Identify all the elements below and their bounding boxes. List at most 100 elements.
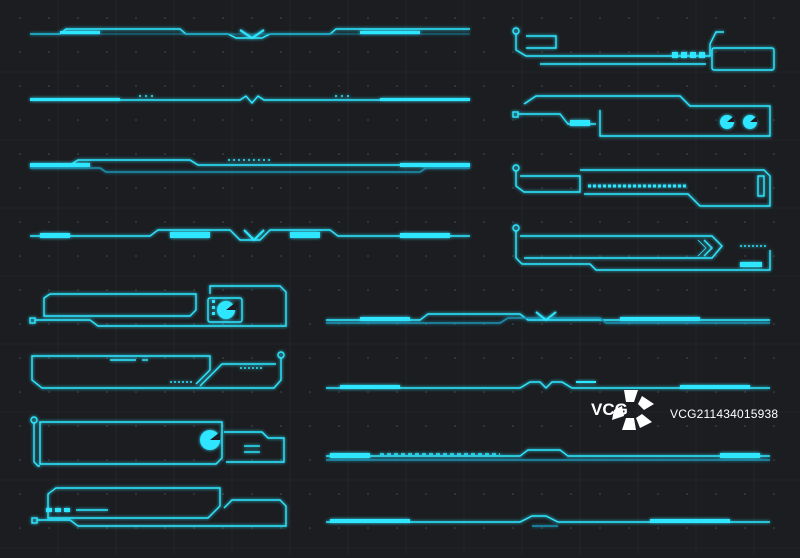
- grid-dot: [657, 187, 659, 189]
- grid-dot: [512, 51, 514, 53]
- grid-dot: [512, 187, 514, 189]
- grid-dot: [773, 255, 775, 257]
- grid-dot: [48, 459, 50, 461]
- grid-dot: [222, 17, 224, 19]
- grid-dot: [715, 85, 717, 87]
- grid-dot: [251, 51, 253, 53]
- grid-dot: [686, 255, 688, 257]
- grid-dot: [367, 357, 369, 359]
- grid-dot: [425, 153, 427, 155]
- grid-dot: [193, 119, 195, 121]
- grid-dot: [164, 85, 166, 87]
- grid-dot: [744, 425, 746, 427]
- grid-dot: [19, 85, 21, 87]
- grid-dot: [628, 187, 630, 189]
- grid-dot: [338, 391, 340, 393]
- grid-dot: [135, 153, 137, 155]
- grid-dot: [19, 255, 21, 257]
- grid-dot: [454, 357, 456, 359]
- grid-dot: [570, 391, 572, 393]
- grid-dot: [483, 153, 485, 155]
- grid-dot: [48, 85, 50, 87]
- grid-dot: [657, 119, 659, 121]
- grid-dot: [106, 85, 108, 87]
- grid-dot: [657, 357, 659, 359]
- grid-dot: [222, 85, 224, 87]
- grid-dot: [164, 51, 166, 53]
- grid-dot: [396, 527, 398, 529]
- grid-dot: [483, 391, 485, 393]
- grid-dot: [396, 357, 398, 359]
- grid-dot: [367, 187, 369, 189]
- grid-dot: [599, 527, 601, 529]
- grid-dot: [164, 289, 166, 291]
- grid-dot: [251, 527, 253, 529]
- grid-dot: [599, 17, 601, 19]
- grid-dot: [744, 187, 746, 189]
- grid-dot: [657, 51, 659, 53]
- grid-dot: [251, 391, 253, 393]
- grid-dot: [570, 85, 572, 87]
- grid-dot: [48, 425, 50, 427]
- grid-dot: [454, 187, 456, 189]
- grid-dot: [425, 51, 427, 53]
- grid-dot: [48, 51, 50, 53]
- grid-dot: [280, 221, 282, 223]
- grid-dot: [570, 323, 572, 325]
- grid-dot: [19, 425, 21, 427]
- grid-dot: [396, 255, 398, 257]
- grid-dot: [773, 17, 775, 19]
- grid-dot: [744, 17, 746, 19]
- grid-dot: [512, 221, 514, 223]
- grid-dot: [512, 323, 514, 325]
- grid-dot: [541, 289, 543, 291]
- grid-dot: [280, 153, 282, 155]
- grid-dot: [628, 51, 630, 53]
- grid-dot: [77, 17, 79, 19]
- grid-dot: [222, 255, 224, 257]
- grid-dot: [367, 289, 369, 291]
- grid-dot: [77, 527, 79, 529]
- grid-dot: [773, 289, 775, 291]
- grid-dot: [512, 425, 514, 427]
- grid-dot: [628, 357, 630, 359]
- grid-dot: [193, 153, 195, 155]
- grid-dot: [599, 187, 601, 189]
- grid-dot: [280, 527, 282, 529]
- background-dot-pattern: [19, 17, 775, 529]
- grid-dot: [396, 17, 398, 19]
- grid-dot: [280, 425, 282, 427]
- grid-dot: [19, 187, 21, 189]
- grid-dot: [309, 187, 311, 189]
- grid-dot: [106, 323, 108, 325]
- grid-dot: [454, 119, 456, 121]
- grid-dot: [715, 51, 717, 53]
- grid-dot: [744, 527, 746, 529]
- grid-dot: [280, 85, 282, 87]
- grid-dot: [251, 221, 253, 223]
- grid-dot: [193, 323, 195, 325]
- grid-dot: [570, 357, 572, 359]
- grid-dot: [657, 17, 659, 19]
- grid-dot: [48, 255, 50, 257]
- grid-dot: [599, 323, 601, 325]
- grid-dot: [744, 357, 746, 359]
- grid-dot: [657, 153, 659, 155]
- grid-dot: [222, 459, 224, 461]
- grid-dot: [77, 85, 79, 87]
- grid-dot: [454, 85, 456, 87]
- grid-dot: [222, 221, 224, 223]
- grid-dot: [193, 85, 195, 87]
- grid-dot: [657, 255, 659, 257]
- grid-dot: [570, 255, 572, 257]
- grid-dot: [715, 527, 717, 529]
- grid-dot: [541, 391, 543, 393]
- grid-dot: [164, 357, 166, 359]
- grid-dot: [367, 391, 369, 393]
- grid-dot: [19, 119, 21, 121]
- grid-dot: [483, 425, 485, 427]
- grid-dot: [483, 221, 485, 223]
- grid-dot: [686, 119, 688, 121]
- grid-dot: [164, 221, 166, 223]
- grid-dot: [48, 17, 50, 19]
